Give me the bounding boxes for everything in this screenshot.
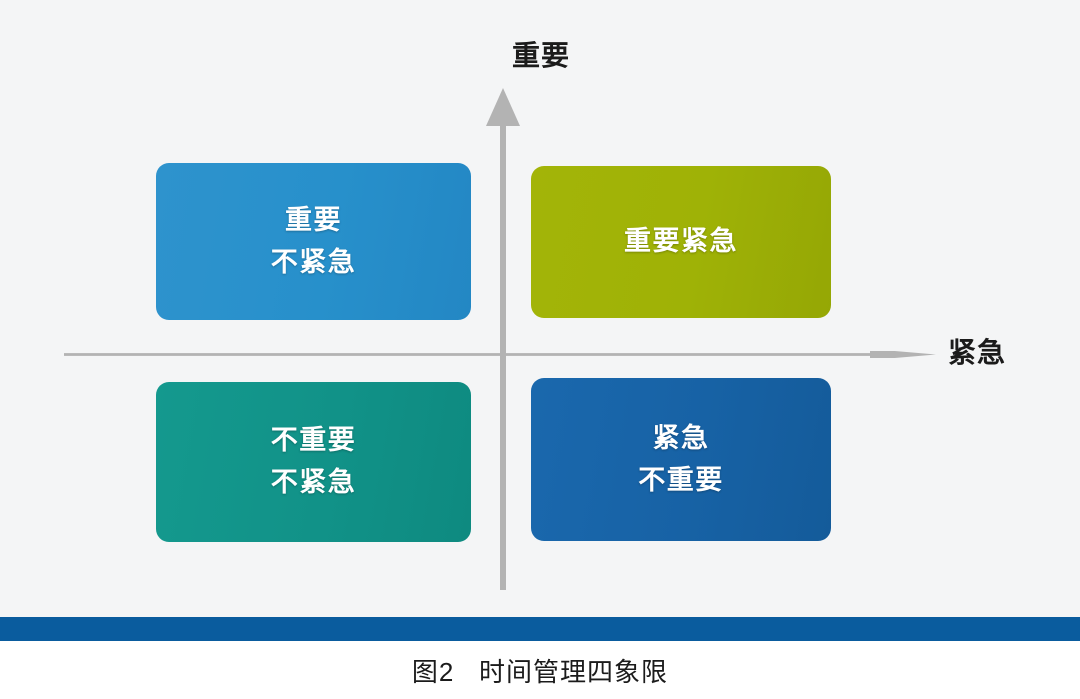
up-arrow-axis-icon [486,88,520,590]
horizontal-axis [64,345,936,361]
quadrant-important-not-urgent[interactable]: 重要 不紧急 [156,163,480,320]
axis-label-urgent: 紧急 [948,337,1007,368]
quadrant-urgent-not-important[interactable]: 紧急 不重要 [531,378,840,541]
axis-label-important-text: 重要 [511,40,570,71]
quadrant-label-line2: 不重要 [638,464,724,495]
vertical-axis [479,88,527,590]
right-arrow-axis-icon [64,348,936,361]
axis-label-important: 重要 [0,34,1080,74]
quadrant-label-line2: 不紧急 [270,467,357,497]
caption-zone: 图2 时间管理四象限 [0,641,1080,699]
quadrant-label-line1: 不重要 [270,425,357,456]
quadrant-label-line1: 重要 [285,204,342,235]
quadrant-label-line1: 紧急 [652,422,710,453]
accent-bar [0,617,1080,641]
quadrant-label-line1: 重要紧急 [624,226,738,257]
quadrant-important-urgent[interactable]: 重要紧急 [531,166,840,318]
quadrant-not-important-not-urgent[interactable]: 不重要 不紧急 [156,382,480,542]
quadrant-label-line2: 不紧急 [270,246,357,277]
diagram-canvas: 重要 紧急 重要 不紧急 重要紧急 不重要 不紧急 紧急 不重要 [0,0,1080,617]
figure-caption: 图2 时间管理四象限 [411,656,669,687]
